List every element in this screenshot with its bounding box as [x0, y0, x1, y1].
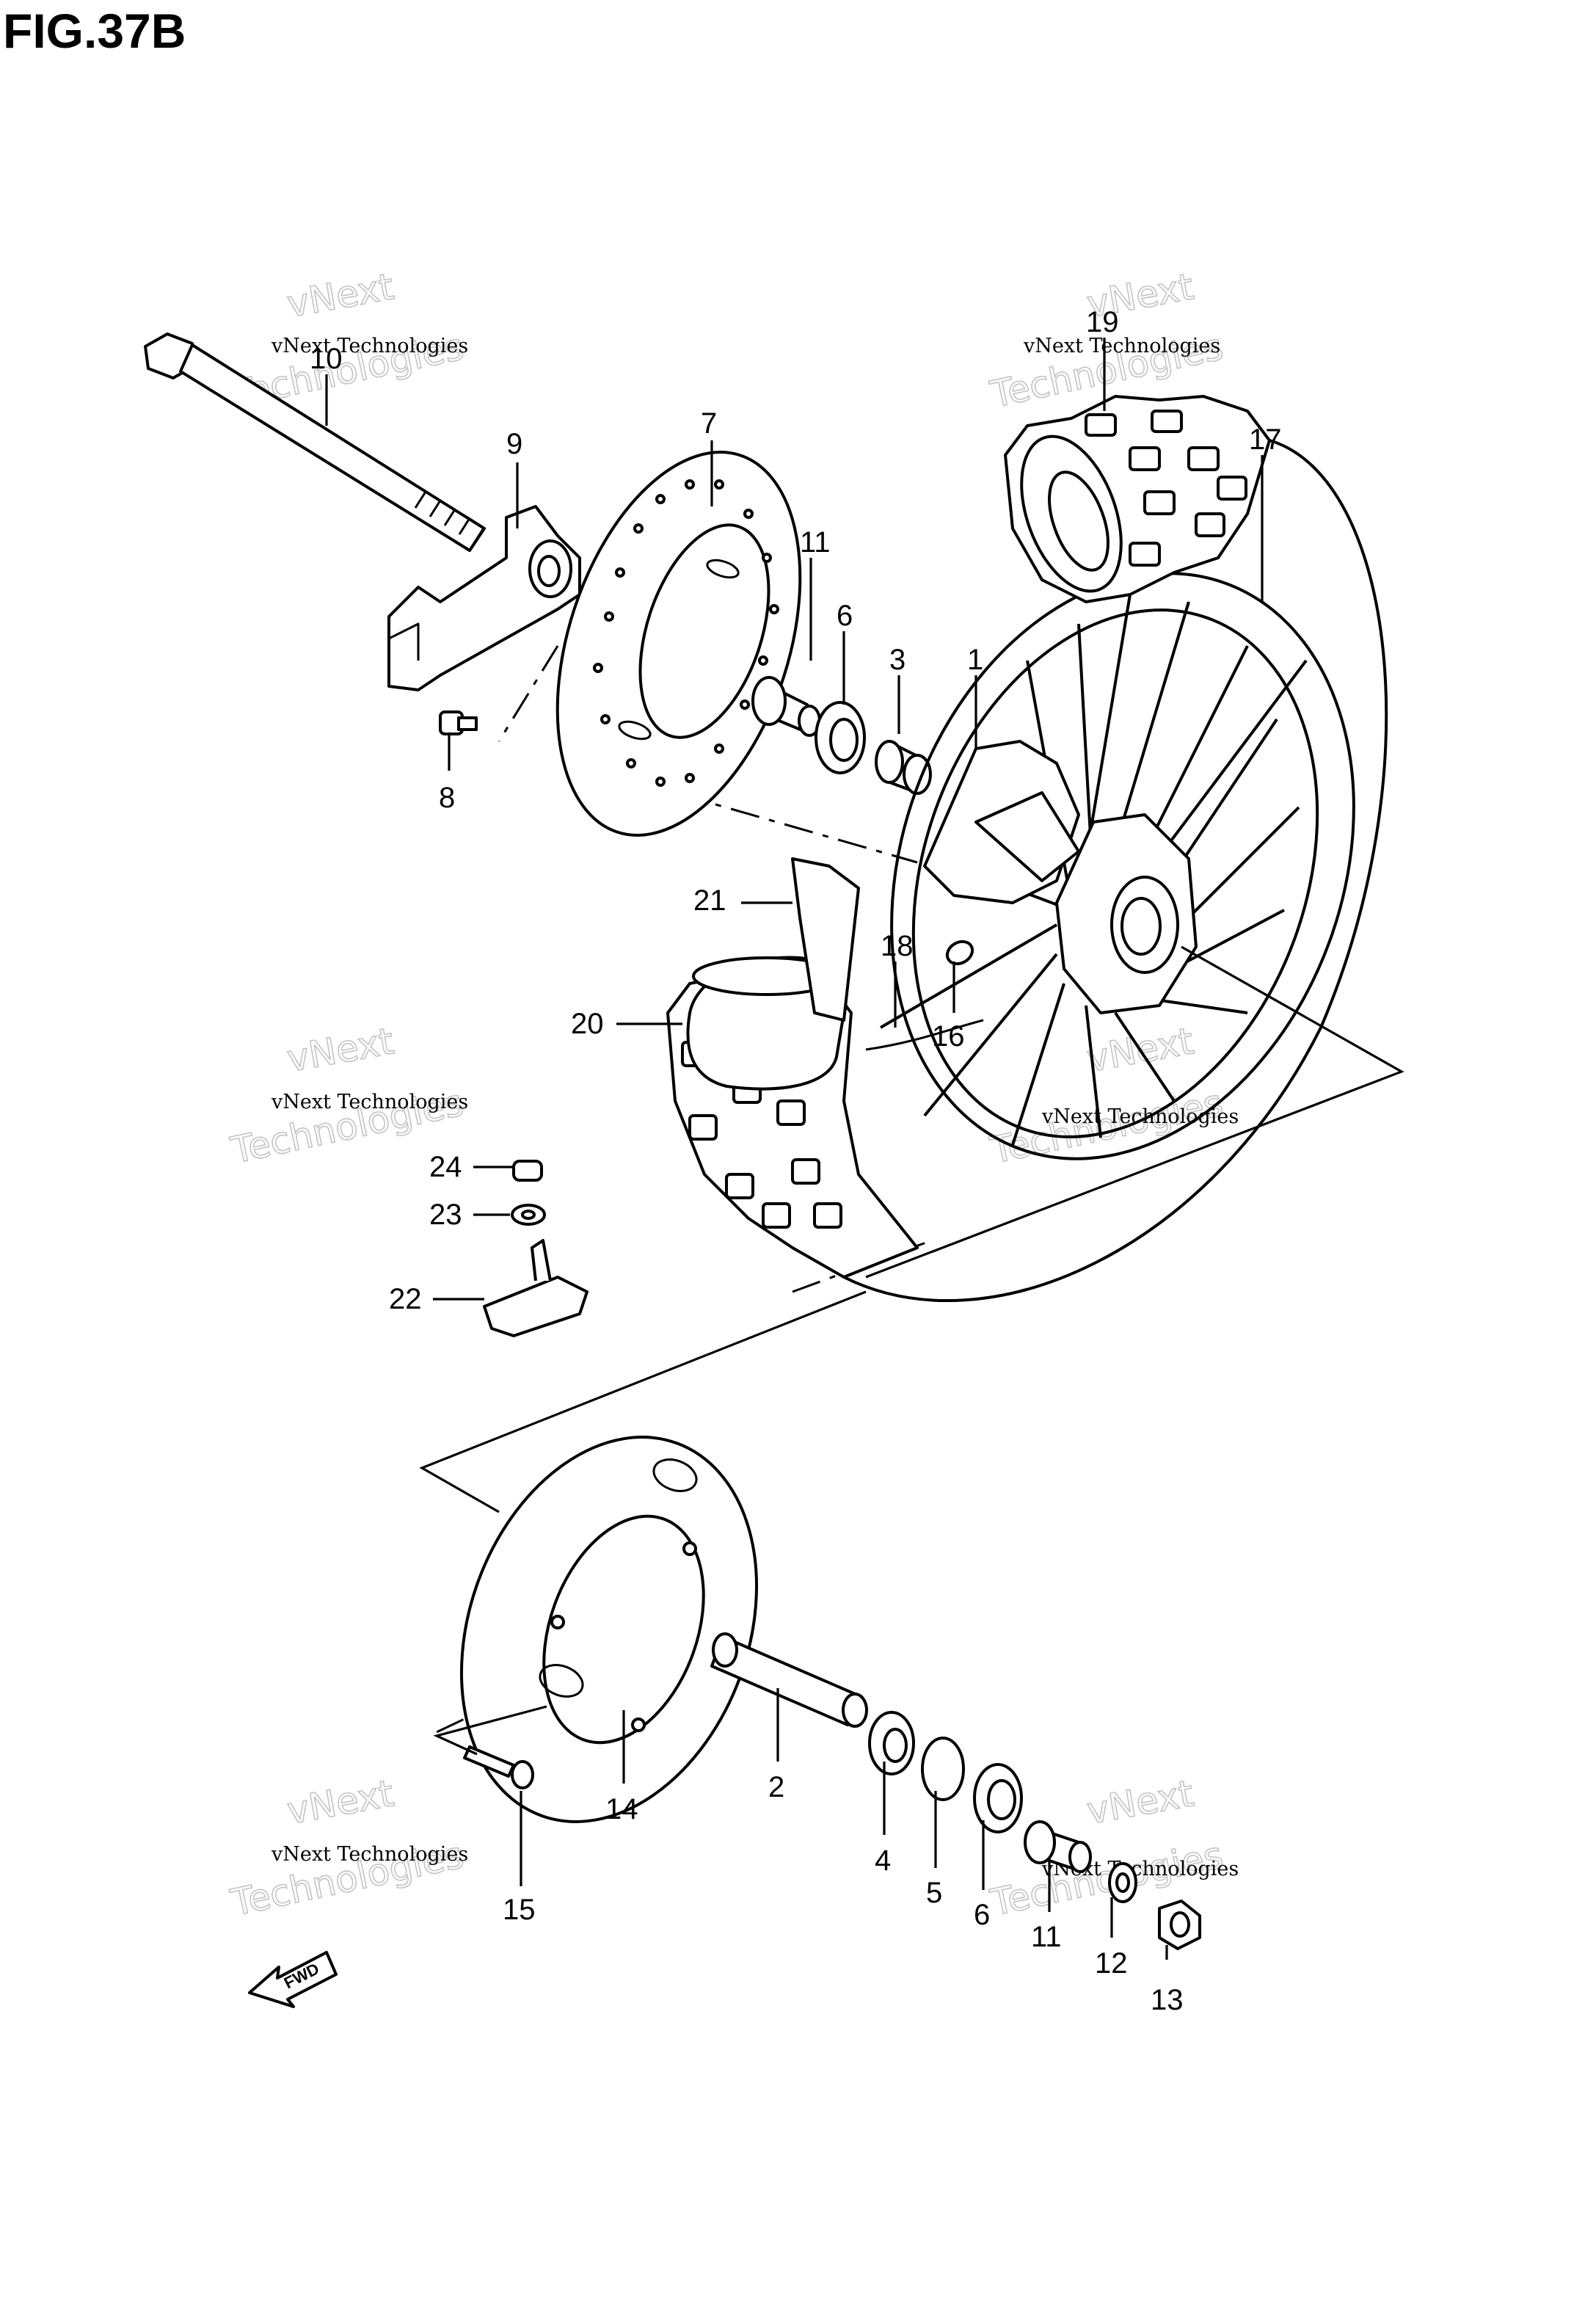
callout-6-upper: 6: [837, 600, 853, 632]
callout-18: 18: [881, 930, 914, 962]
callout-10: 10: [310, 343, 343, 375]
svg-text:vNext Technologies: vNext Technologies: [271, 1843, 468, 1866]
callout-8: 8: [439, 782, 455, 814]
callout-20: 20: [571, 1008, 604, 1040]
svg-text:vNext: vNext: [284, 265, 397, 325]
brake-disc: [555, 451, 802, 837]
watermark-top-right: vNext Technologies vNext Technologies: [986, 265, 1228, 417]
svg-text:vNext: vNext: [284, 1019, 397, 1080]
chain-adjuster: [387, 505, 581, 691]
callout-15: 15: [503, 1894, 536, 1926]
callout-labels: 10 9 7 11 6 3 1 8 19 17 21 20 18 16 24 2…: [310, 306, 1282, 2016]
callout-9: 9: [506, 428, 522, 460]
spacer-tube: [710, 1632, 868, 1728]
bearing-upper: [815, 701, 866, 774]
sprocket-mount: [923, 740, 1080, 904]
rim-band-strip: [791, 857, 860, 1022]
svg-text:vNext Technologies: vNext Technologies: [1023, 335, 1220, 357]
callout-14: 14: [605, 1793, 638, 1825]
callout-2: 2: [768, 1771, 784, 1803]
callout-11-lower: 11: [1031, 1921, 1062, 1953]
callout-23: 23: [429, 1199, 462, 1231]
rear-sprocket: [459, 1436, 759, 1823]
callout-1: 1: [967, 644, 983, 676]
svg-text:vNext: vNext: [284, 1772, 397, 1832]
svg-text:vNext: vNext: [1084, 1772, 1197, 1832]
svg-text:vNext Technologies: vNext Technologies: [1041, 1105, 1239, 1128]
callout-22: 22: [389, 1283, 422, 1315]
callout-19: 19: [1086, 306, 1119, 338]
callout-3: 3: [889, 644, 906, 676]
circlip: [921, 1737, 965, 1801]
callout-12: 12: [1095, 1947, 1128, 1980]
rim-lock: [483, 1239, 589, 1337]
callout-16: 16: [932, 1020, 965, 1053]
leader-lines: [325, 338, 1264, 1960]
callout-5: 5: [926, 1877, 942, 1909]
inner-tube: [686, 956, 848, 1091]
wheel-hub: [1055, 813, 1198, 1014]
assembly-guide-lines: [419, 945, 1404, 1756]
callout-11-upper: 11: [800, 526, 831, 559]
forward-arrow-icon: FWD: [248, 1951, 338, 2008]
disc-bolt: [439, 710, 478, 735]
axle-nut: [1158, 1900, 1201, 1950]
callout-6-lower: 6: [974, 1899, 990, 1931]
spacer-lower: [1024, 1820, 1092, 1873]
svg-text:vNext Technologies: vNext Technologies: [271, 335, 468, 357]
callout-7: 7: [701, 407, 717, 440]
spacer-upper: [751, 676, 821, 737]
axle-bolt: [144, 332, 486, 552]
bearing-lower-outer: [973, 1763, 1023, 1833]
callout-24: 24: [429, 1151, 462, 1183]
watermark-middle-left: vNext Technologies vNext Technologies: [227, 1019, 469, 1173]
watermark-bottom-left: vNext Technologies vNext Technologies: [227, 1772, 469, 1925]
svg-text:vNext Technologies: vNext Technologies: [271, 1091, 468, 1113]
callout-4: 4: [875, 1844, 891, 1877]
axle-washer: [1108, 1862, 1137, 1903]
valve-washer: [511, 1204, 546, 1226]
rim-band: [865, 1019, 984, 1051]
bushing: [875, 740, 932, 795]
figure-title: FIG.37B: [3, 4, 186, 58]
callout-17: 17: [1249, 423, 1282, 456]
valve-nut: [512, 1160, 543, 1182]
spoke-nipple: [945, 939, 974, 966]
callout-21: 21: [693, 884, 726, 917]
bearing-lower: [868, 1711, 915, 1775]
callout-13: 13: [1151, 1984, 1184, 2016]
